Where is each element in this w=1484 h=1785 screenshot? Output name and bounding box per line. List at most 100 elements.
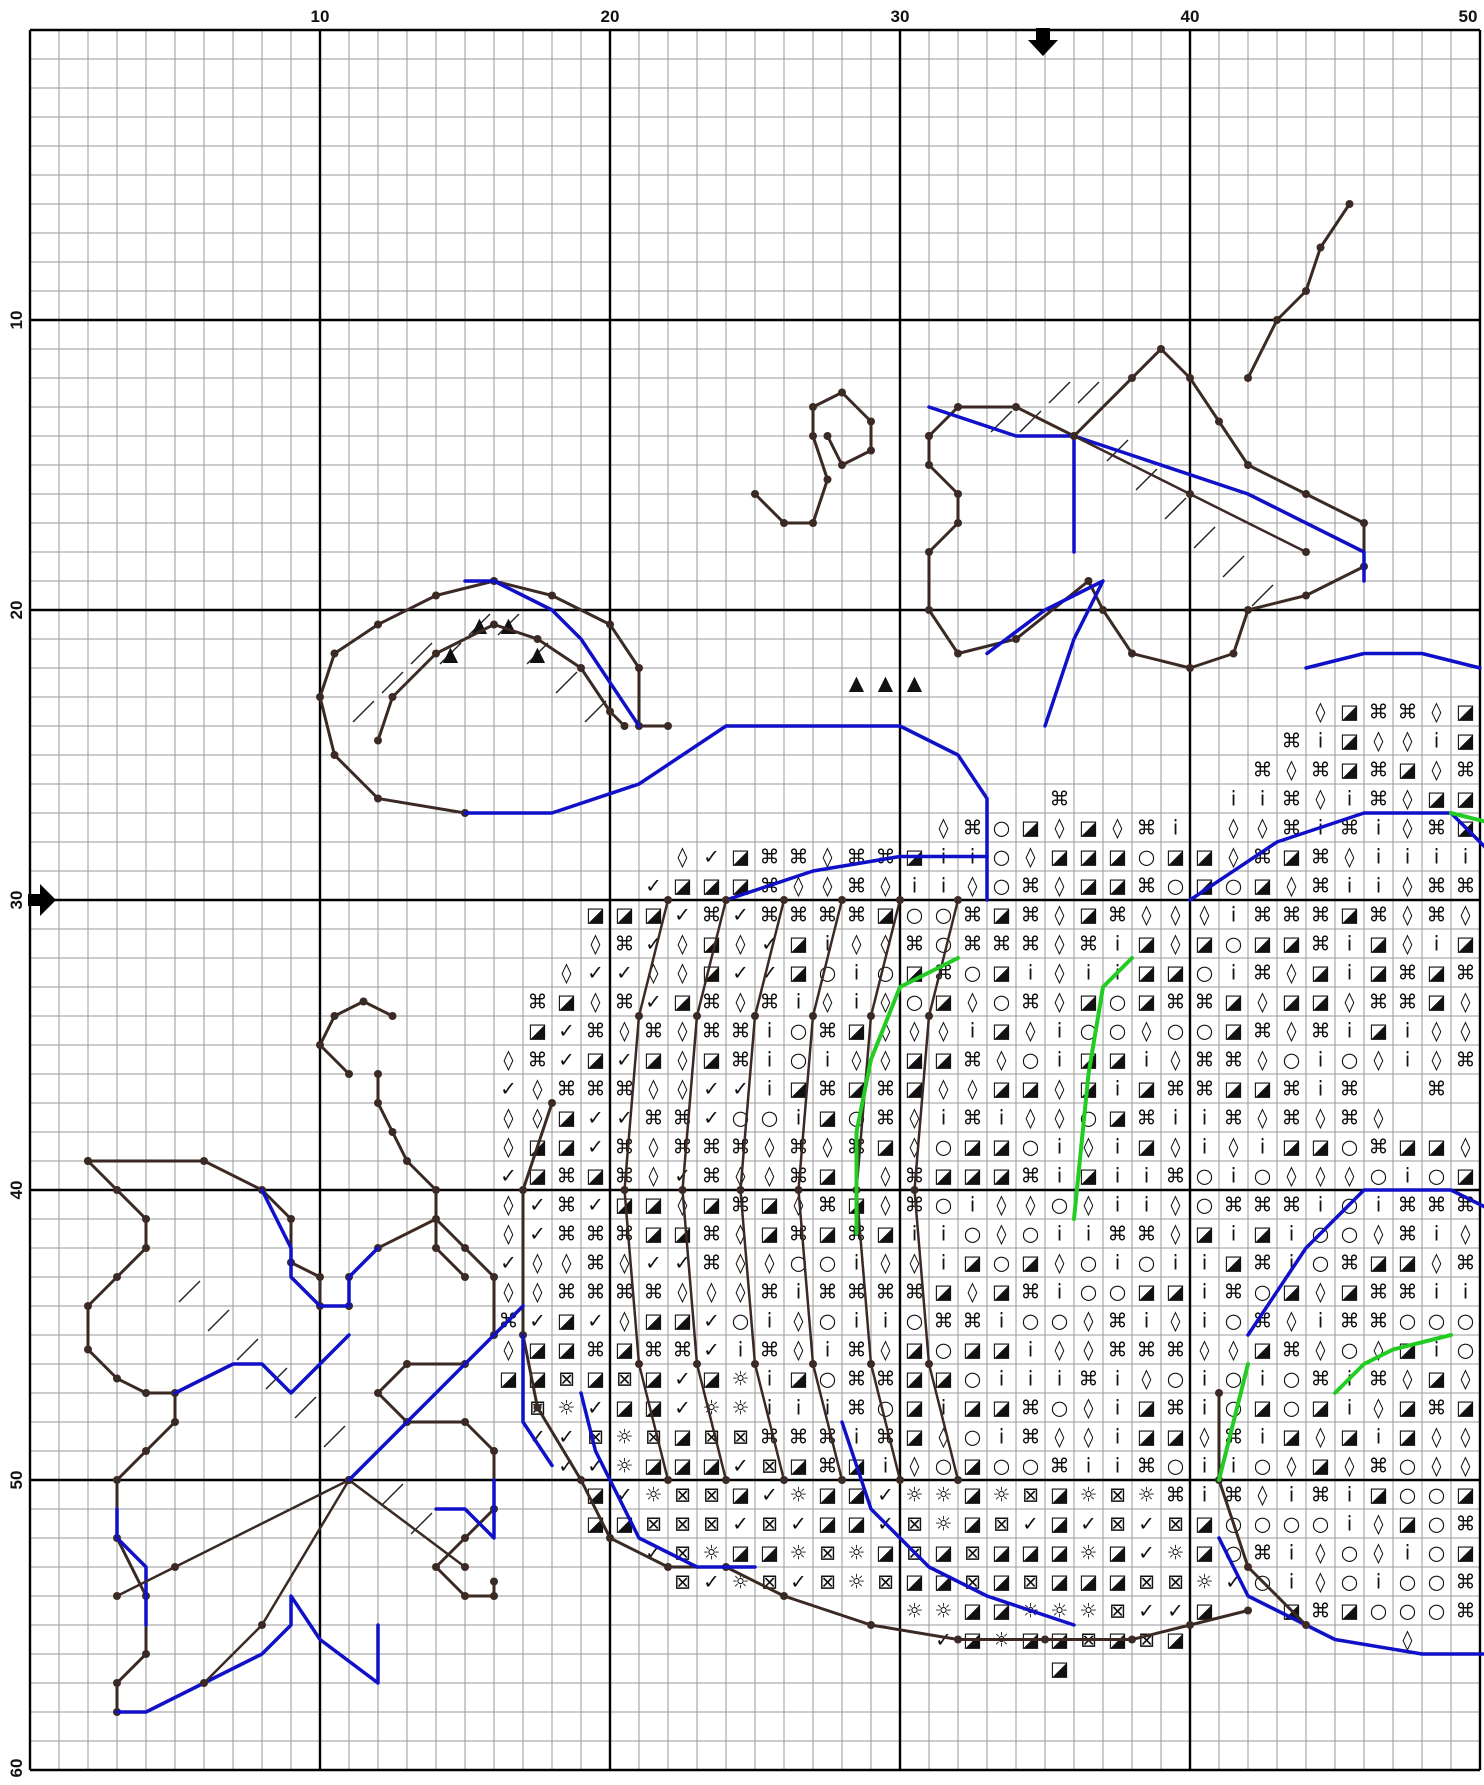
stitch-symbol: ◪ <box>1398 1425 1417 1449</box>
stitch-symbol: ☼ <box>935 1512 953 1536</box>
lower-leaf-vein-3-dot <box>461 1563 469 1571</box>
lower-leaf-outline-dot <box>461 1592 469 1600</box>
stitch-symbol: ◪ <box>1427 787 1446 811</box>
stitch-symbol: ◪ <box>818 1106 837 1130</box>
stem-curl-outline-dot <box>374 621 382 629</box>
stitch-symbol: ◊ <box>1229 1338 1239 1362</box>
stitch-symbol: ⌘ <box>1282 1193 1302 1217</box>
stitch-symbol: ○ <box>1196 961 1213 985</box>
stitch-symbol: ◊ <box>736 1280 746 1304</box>
stitch-symbol: ⌘ <box>1398 990 1418 1014</box>
column-label-10: 10 <box>311 7 330 26</box>
stitch-symbol: ◪ <box>1340 903 1359 927</box>
tendril-top-dot <box>1317 244 1325 252</box>
stitch-symbol: ⌘ <box>1282 1077 1302 1101</box>
stitch-symbol: i <box>1376 1193 1382 1217</box>
stitch-symbol: ⌘ <box>702 1222 722 1246</box>
stitch-symbol: ◪ <box>876 903 895 927</box>
stitch-symbol: ◊ <box>1084 1309 1094 1333</box>
stitch-symbol: ◊ <box>852 932 862 956</box>
stitch-symbol: ○ <box>1399 1454 1416 1478</box>
stitch-symbol: ◪ <box>586 1367 605 1391</box>
stitch-symbol: ◊ <box>765 1251 775 1275</box>
stitch-symbol: ▲ <box>907 671 923 695</box>
stitch-symbol: ◪ <box>1050 1657 1069 1681</box>
stitch-symbol: ◊ <box>1316 700 1326 724</box>
stitch-symbol: ⌘ <box>1166 1483 1186 1507</box>
stitch-symbol: ⊠ <box>819 1570 836 1594</box>
stitch-symbol: ⌘ <box>1456 1251 1476 1275</box>
stitch-symbol: ☼ <box>558 1396 576 1420</box>
pumpkin-left-outline-dot <box>534 1404 542 1412</box>
stitch-symbol: i <box>1202 1135 1208 1159</box>
stem-curl-inner-dot <box>577 664 585 672</box>
stitch-symbol: ○ <box>964 1222 981 1246</box>
stitch-symbol: ◪ <box>557 1338 576 1362</box>
row-label-40: 40 <box>7 1181 26 1200</box>
stitch-symbol: i <box>1347 874 1353 898</box>
stitch-symbol: ☼ <box>790 1483 808 1507</box>
stitch-symbol: ⌘ <box>1079 932 1099 956</box>
stitch-symbol: ✓ <box>645 874 662 898</box>
stitch-symbol: ⌘ <box>1311 1483 1331 1507</box>
stitch-symbol: ✓ <box>703 845 720 869</box>
stitch-symbol: ⌘ <box>1369 700 1389 724</box>
stitch-symbol: ⌘ <box>1369 903 1389 927</box>
stitch-symbol: i <box>1347 1019 1353 1043</box>
stitch-symbol: ◪ <box>1021 1077 1040 1101</box>
stitch-symbol: ◊ <box>504 1280 514 1304</box>
pumpkin-rib-dot <box>780 1476 788 1484</box>
stitch-symbol: ⊠ <box>1167 1512 1184 1536</box>
stitch-symbol: ◪ <box>1108 1570 1127 1594</box>
stitch-symbol: ◪ <box>1050 845 1069 869</box>
stitch-symbol: ◊ <box>562 1251 572 1275</box>
stitch-symbol: ○ <box>1428 1541 1445 1565</box>
stem-left-dot <box>374 1070 382 1078</box>
stitch-symbol: ○ <box>1022 1309 1039 1333</box>
stitch-symbol: ✓ <box>732 1077 749 1101</box>
stitch-symbol: ○ <box>1399 1309 1416 1333</box>
tendril-curl-dot <box>809 432 817 440</box>
top-leaf-outline-dot <box>925 461 933 469</box>
stitch-symbol: ⊠ <box>732 1425 749 1449</box>
stitch-symbol: ⌘ <box>876 1106 896 1130</box>
stitch-symbol: ◊ <box>1142 1367 1152 1391</box>
top-leaf-outline-dot <box>1128 374 1136 382</box>
stitch-symbol: ⌘ <box>1253 903 1273 927</box>
stitch-symbol: ⌘ <box>1021 1396 1041 1420</box>
stitch-symbol: ◊ <box>997 1222 1007 1246</box>
pumpkin-rib-dot <box>795 1186 803 1194</box>
pumpkin-rib-dot <box>911 1186 919 1194</box>
row-label-10: 10 <box>7 311 26 330</box>
stitch-symbol: ◪ <box>1079 845 1098 869</box>
stitch-symbol: ⌘ <box>702 1135 722 1159</box>
stitch-symbol: ⌘ <box>586 1251 606 1275</box>
stitch-symbol: i <box>1289 1541 1295 1565</box>
stitch-symbol: ⌘ <box>1253 758 1273 782</box>
pumpkin-rib-dot <box>693 1360 701 1368</box>
pumpkin-rib-dot <box>635 1360 643 1368</box>
stitch-symbol: ▲ <box>501 613 517 637</box>
stitch-symbol: ◊ <box>1229 845 1239 869</box>
stitch-symbol: i <box>738 1338 744 1362</box>
lower-leaf-outline-2-dot <box>142 1215 150 1223</box>
stitch-symbol: i <box>767 1048 773 1072</box>
stitch-symbol: ○ <box>1399 1599 1416 1623</box>
stitch-symbol: i <box>796 990 802 1014</box>
stitch-symbol: ◊ <box>881 1338 891 1362</box>
stitch-symbol: ◪ <box>731 1483 750 1507</box>
stitch-symbol: ⌘ <box>1166 990 1186 1014</box>
stitch-symbol: i <box>1347 961 1353 985</box>
tendril-left-dot <box>316 1041 324 1049</box>
stitch-symbol: i <box>1289 1222 1295 1246</box>
stitch-symbol: ⌘ <box>1311 845 1331 869</box>
lower-leaf-outline-2-dot <box>84 1157 92 1165</box>
tendril-top-dot <box>1244 374 1252 382</box>
stitch-symbol: i <box>883 1309 889 1333</box>
stitch-symbol: i <box>1260 1425 1266 1449</box>
stitch-symbol: ○ <box>1167 1367 1184 1391</box>
stitch-symbol: ☼ <box>732 1367 750 1391</box>
stitch-symbol: ⌘ <box>1456 758 1476 782</box>
stitch-symbol: ◪ <box>644 1367 663 1391</box>
stitch-symbol: ◪ <box>1311 1396 1330 1420</box>
